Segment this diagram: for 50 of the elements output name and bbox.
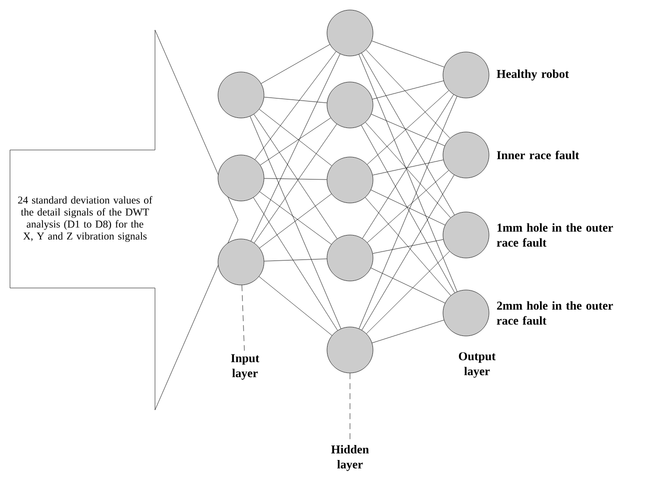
connection-line — [371, 114, 445, 146]
neuron-circle — [442, 212, 490, 258]
connection-line — [260, 118, 331, 166]
connection-line — [358, 96, 458, 329]
neuron-circle — [442, 132, 490, 178]
connection-line — [370, 268, 446, 304]
connection-line — [260, 44, 330, 84]
output-label: 2mm hole in the outer race fault — [496, 301, 613, 325]
neuron-circle — [218, 238, 264, 286]
output-label: 1mm hole in the outer race fault — [496, 223, 613, 247]
connection-line — [372, 40, 444, 68]
connection-line — [372, 160, 444, 176]
connection-line — [365, 197, 451, 296]
leader-line — [242, 284, 245, 351]
connection-line — [358, 54, 458, 292]
connection-line — [372, 320, 444, 344]
connection-line — [367, 170, 449, 243]
layer-label: Hidden layer — [331, 445, 369, 471]
connection-line — [361, 125, 455, 293]
neuron-circle — [218, 154, 264, 202]
connection-line — [372, 239, 444, 254]
connection-line — [362, 174, 454, 330]
connection-line — [264, 96, 328, 104]
neuron-circle — [326, 326, 374, 374]
neuron-circle — [326, 234, 374, 282]
neuron-circle — [326, 156, 374, 204]
connection-line — [372, 80, 444, 100]
connection-line — [264, 258, 328, 262]
connection-line — [366, 251, 450, 334]
neuron-circle — [218, 72, 264, 118]
connection-line — [370, 190, 446, 226]
connection-line — [254, 51, 336, 160]
connection-line — [365, 122, 451, 218]
connection-line — [253, 197, 338, 331]
output-label: Healthy robot — [496, 70, 569, 80]
output-label: Inner race fault — [496, 150, 580, 160]
connection-line — [250, 54, 340, 242]
connection-line — [259, 109, 332, 166]
connection-line — [258, 276, 332, 336]
connection-line — [264, 178, 327, 180]
connection-line — [250, 116, 342, 329]
layer-label: Output layer — [458, 352, 496, 378]
neuron-circle — [442, 52, 490, 98]
connection-line — [361, 52, 455, 216]
neuron-circle — [326, 82, 374, 128]
connection-line — [362, 94, 454, 239]
neuron-circle — [442, 290, 490, 336]
neuron-circle — [326, 10, 374, 56]
connection-line — [366, 50, 450, 138]
connection-line — [367, 90, 449, 165]
